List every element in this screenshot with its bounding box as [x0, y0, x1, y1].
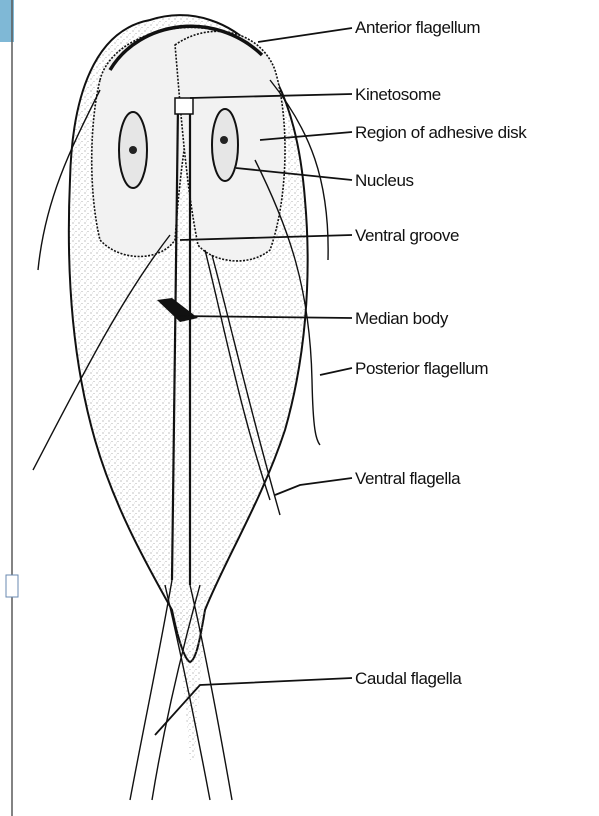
label-median-body: Median body: [355, 309, 449, 328]
left-edge-accent: [0, 0, 18, 816]
label-nucleus: Nucleus: [355, 171, 414, 190]
nucleus-right: [212, 109, 238, 181]
label-posterior-flagellum: Posterior flagellum: [355, 359, 488, 378]
label-kinetosome: Kinetosome: [355, 85, 441, 104]
label-caudal-flagella: Caudal flagella: [355, 669, 462, 688]
label-region-adhesive-disk: Region of adhesive disk: [355, 123, 527, 142]
nucleus-left: [119, 112, 147, 188]
label-ventral-flagella: Ventral flagella: [355, 469, 461, 488]
label-anterior-flagellum: Anterior flagellum: [355, 18, 480, 37]
label-ventral-groove: Ventral groove: [355, 226, 459, 245]
